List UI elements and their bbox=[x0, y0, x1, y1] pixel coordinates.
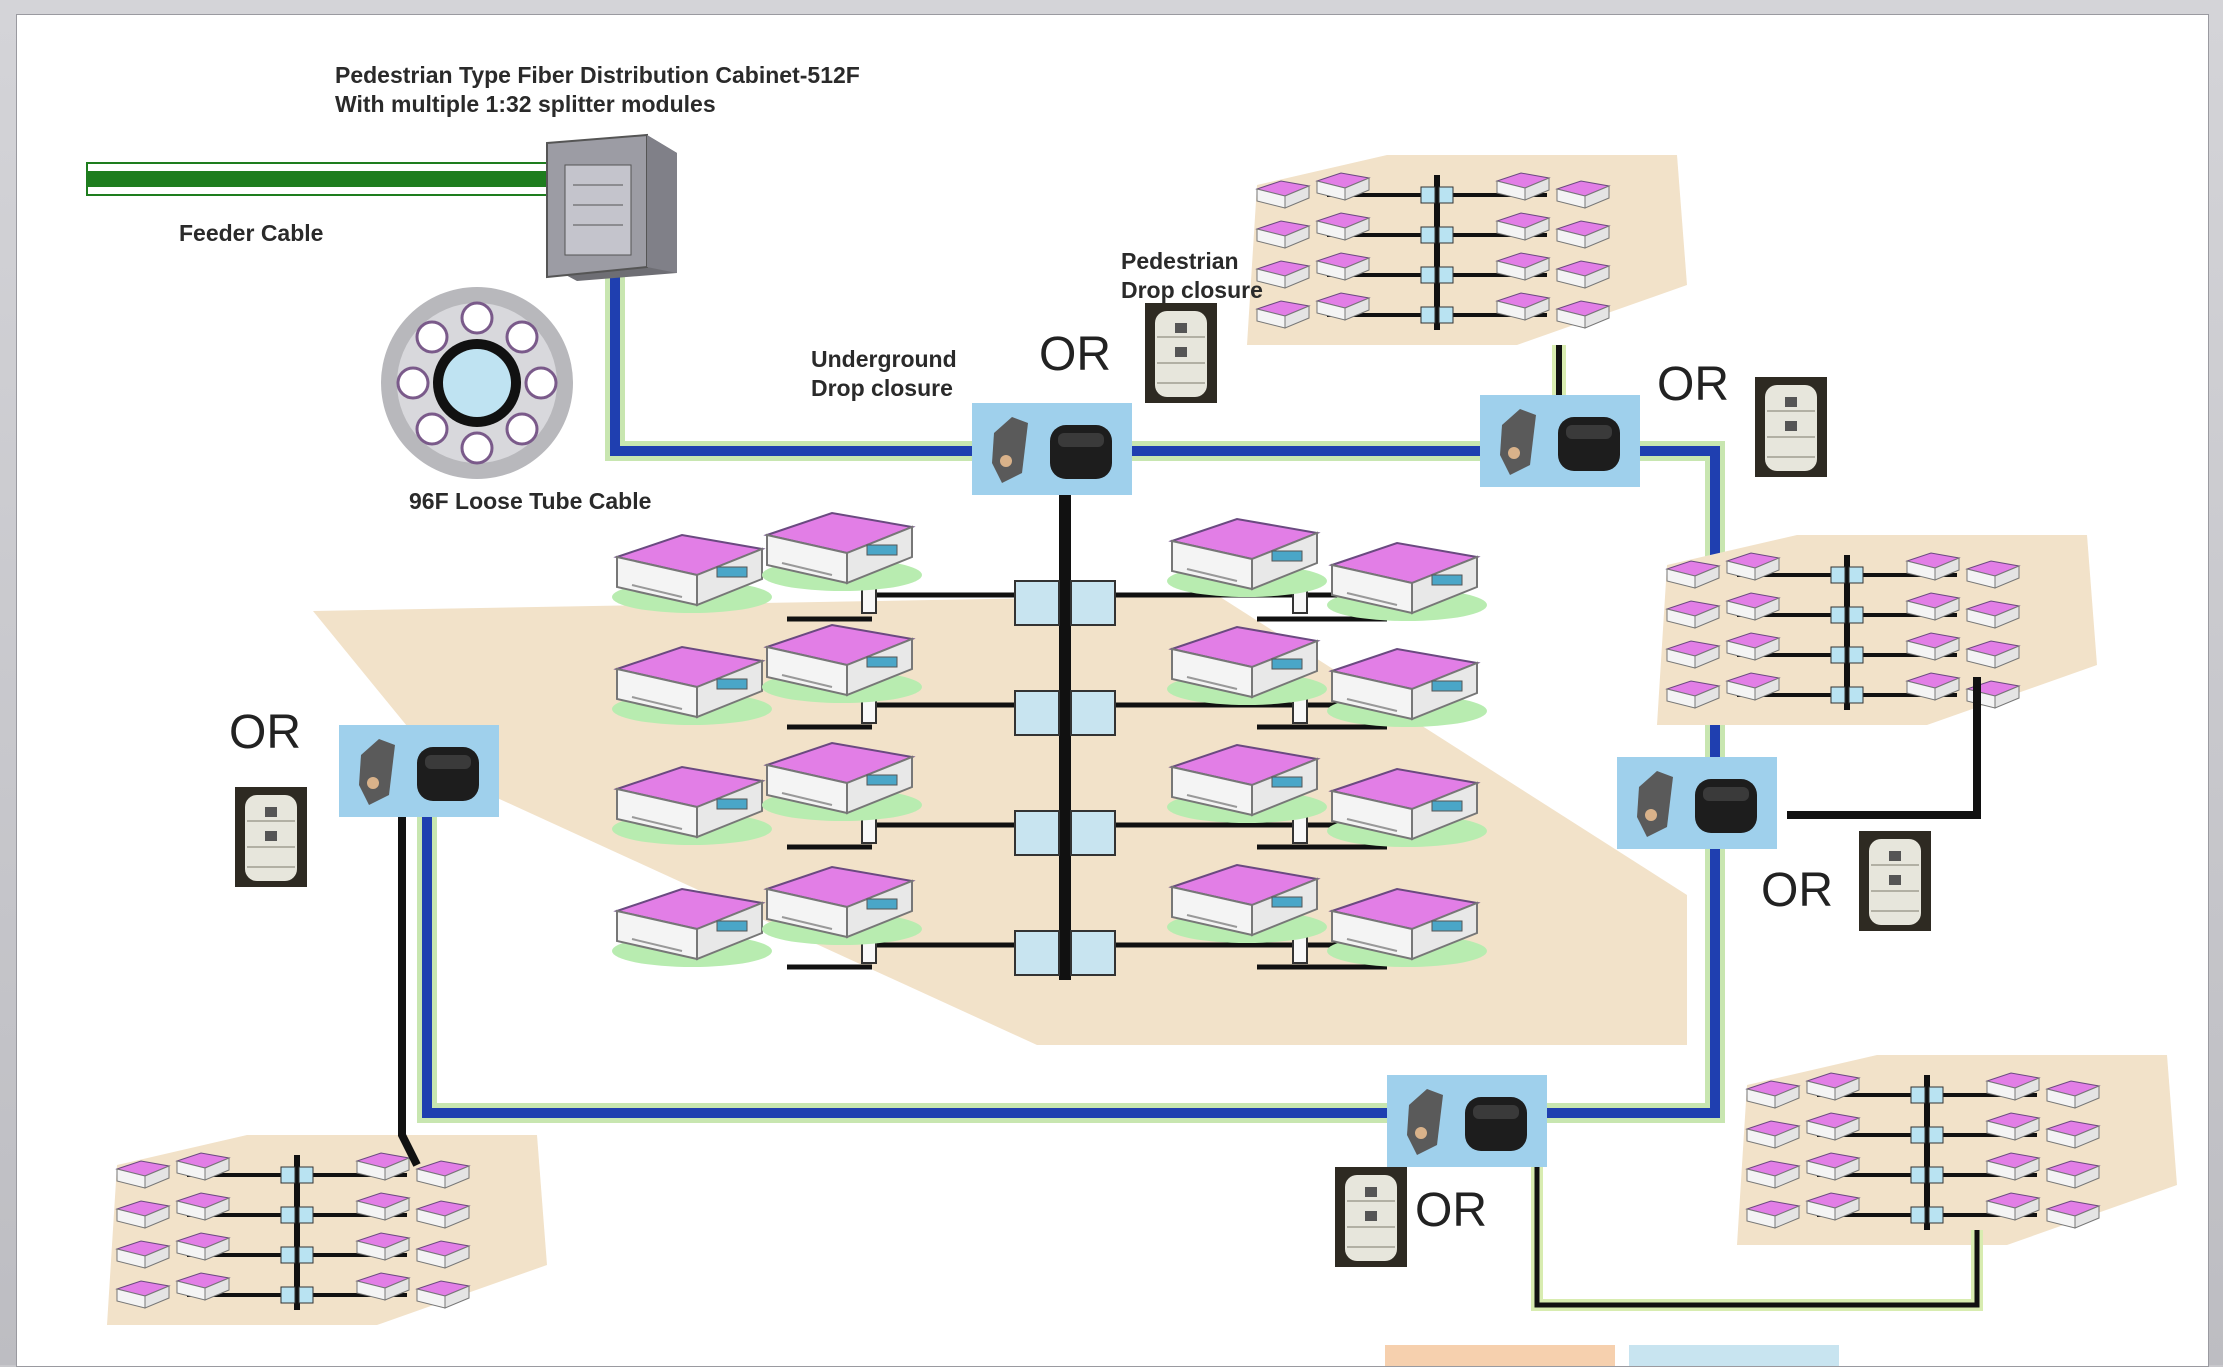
splice-closure-icon bbox=[1387, 1075, 1547, 1167]
neighborhood-bottom-left bbox=[107, 1135, 547, 1325]
feeder-cable-label: Feeder Cable bbox=[179, 220, 324, 246]
splice-closure-icon bbox=[1480, 395, 1640, 487]
loose-tube-cable-icon bbox=[381, 287, 573, 479]
or-label: OR bbox=[229, 706, 301, 759]
splice-closure-icon bbox=[972, 403, 1132, 495]
legend-strip-orange bbox=[1385, 1345, 1615, 1366]
pedestal-closure-icon bbox=[1754, 376, 1828, 478]
pedestal-closure-icon bbox=[1144, 302, 1218, 404]
underground-closure-label: Underground Drop closure bbox=[811, 346, 957, 401]
legend-strip-blue bbox=[1629, 1345, 1839, 1366]
pedestal-closure-icon bbox=[1334, 1166, 1408, 1268]
pedestal-closure-icon bbox=[234, 786, 308, 888]
or-label: OR bbox=[1415, 1184, 1487, 1237]
neighborhood-right bbox=[1657, 535, 2097, 725]
drop-links bbox=[398, 345, 1983, 1311]
network-diagram bbox=[86, 133, 2208, 1366]
or-label: OR bbox=[1761, 864, 1833, 917]
neighborhood-bottom-right bbox=[1737, 1055, 2177, 1245]
cabinet-title: Pedestrian Type Fiber Distribution Cabin… bbox=[335, 62, 860, 117]
pedestrian-closure-label: Pedestrian Drop closure bbox=[1121, 248, 1263, 303]
splice-closure-icon bbox=[1617, 757, 1777, 849]
terminal-boxes bbox=[1014, 580, 1116, 976]
neighborhood-top-right bbox=[1247, 155, 1687, 345]
diagram-canvas: Pedestrian Type Fiber Distribution Cabin… bbox=[16, 14, 2209, 1367]
feeder-cable bbox=[86, 162, 558, 196]
or-label: OR bbox=[1657, 358, 1729, 411]
ground-plane-center bbox=[313, 595, 1687, 1045]
pedestal-closure-icon bbox=[1858, 830, 1932, 932]
fiber-distribution-cabinet-icon bbox=[546, 133, 677, 281]
or-label: OR bbox=[1039, 328, 1111, 381]
loose-tube-cable-label: 96F Loose Tube Cable bbox=[409, 488, 652, 514]
splice-closure-icon bbox=[339, 725, 499, 817]
